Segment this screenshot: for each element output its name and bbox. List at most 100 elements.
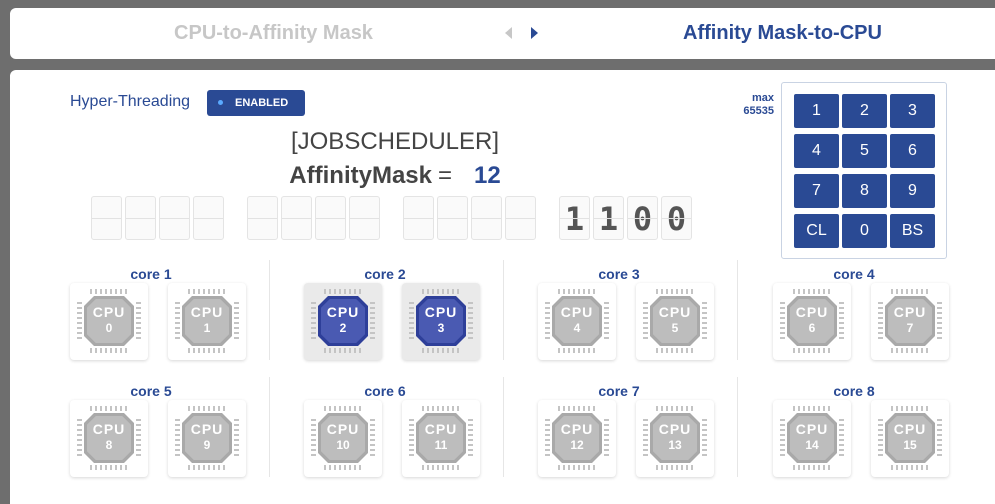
chip-pins-icon <box>878 406 942 470</box>
affinity-mask-label: AffinityMask <box>289 162 432 189</box>
bit-box: 0 <box>661 196 692 240</box>
cpu-chip-face <box>321 299 365 343</box>
bit-box <box>437 196 468 240</box>
bit-box <box>159 196 190 240</box>
chip-pins-icon <box>311 406 375 470</box>
status-dot-icon <box>218 100 223 105</box>
bit-digit: 1 <box>598 200 619 238</box>
chip-pins-icon <box>545 289 609 353</box>
bit-digit: 0 <box>666 200 687 238</box>
affinity-mask-value: 12 <box>474 162 501 189</box>
key-4[interactable]: 4 <box>794 134 839 168</box>
chip-pins-icon <box>175 289 239 353</box>
core-divider <box>737 377 738 477</box>
cpu-chip-face <box>653 416 697 460</box>
key-9[interactable]: 9 <box>890 174 935 208</box>
cpu-caption: CPU <box>92 421 126 437</box>
equals-sign: = <box>437 162 452 189</box>
cpu-chip-face <box>185 416 229 460</box>
cpu-caption: CPU <box>326 304 360 320</box>
cpu-number: 9 <box>203 438 211 452</box>
bit-box <box>91 196 122 240</box>
core-divider <box>269 260 270 360</box>
key-5[interactable]: 5 <box>842 134 887 168</box>
cpu-caption: CPU <box>190 304 224 320</box>
cpu-caption: CPU <box>424 421 458 437</box>
core-divider <box>269 377 270 477</box>
bit-box <box>349 196 380 240</box>
core-label: core 5 <box>130 383 172 399</box>
cpu-chip-face <box>653 299 697 343</box>
cpu-number: 14 <box>805 438 819 452</box>
mode-tabs: CPU-to-Affinity Mask Affinity Mask-to-CP… <box>10 8 995 59</box>
hyperthreading-label: Hyper-Threading <box>70 93 191 110</box>
core-divider <box>503 377 504 477</box>
cpu-chip-face <box>555 299 599 343</box>
tab-affinity-mask-to-cpu[interactable]: Affinity Mask-to-CPU <box>683 22 882 44</box>
cpu-number: 10 <box>336 438 350 452</box>
bit-box: 1 <box>593 196 624 240</box>
cpu-chip-face <box>419 416 463 460</box>
cpu-caption: CPU <box>560 304 594 320</box>
cpu-number: 8 <box>105 438 113 452</box>
max-label: max <box>751 92 774 104</box>
cpu-chip-face <box>888 299 932 343</box>
chip-pins-icon <box>780 289 844 353</box>
max-value: max 65535 <box>720 92 774 118</box>
bit-box <box>471 196 502 240</box>
chip-pins-icon <box>545 406 609 470</box>
cpu-caption: CPU <box>658 421 692 437</box>
chip-pins-icon <box>77 406 141 470</box>
hyperthreading-toggle[interactable]: ENABLED <box>207 90 305 116</box>
cpu-chip-face <box>790 416 834 460</box>
cpu-caption: CPU <box>795 304 829 320</box>
cpu-caption: CPU <box>560 421 594 437</box>
chevron-left-icon[interactable] <box>505 27 512 39</box>
tab-cpu-to-affinity-mask[interactable]: CPU-to-Affinity Mask <box>174 22 373 44</box>
key-clear[interactable]: CL <box>794 214 839 248</box>
key-2[interactable]: 2 <box>842 94 887 128</box>
key-3[interactable]: 3 <box>890 94 935 128</box>
job-name: [JOBSCHEDULER] <box>290 128 500 155</box>
cpu-number: 2 <box>339 321 347 335</box>
bit-box <box>125 196 156 240</box>
cpu-caption: CPU <box>190 421 224 437</box>
key-7[interactable]: 7 <box>794 174 839 208</box>
key-0[interactable]: 0 <box>842 214 887 248</box>
core-divider <box>737 260 738 360</box>
cpu-number: 7 <box>906 321 914 335</box>
key-6[interactable]: 6 <box>890 134 935 168</box>
chevron-right-icon[interactable] <box>531 27 538 39</box>
cpu-number: 1 <box>203 321 211 335</box>
cpu-chip-face <box>790 299 834 343</box>
bit-box <box>505 196 536 240</box>
key-8[interactable]: 8 <box>842 174 887 208</box>
key-1[interactable]: 1 <box>794 94 839 128</box>
bit-box <box>281 196 312 240</box>
core-label: core 8 <box>833 383 875 399</box>
key-backspace[interactable]: BS <box>890 214 935 248</box>
affinity-mask-readout: AffinityMask= 12 <box>210 162 580 190</box>
chip-pins-icon <box>77 289 141 353</box>
cpu-chip-face <box>321 416 365 460</box>
bit-digit: 1 <box>564 200 585 238</box>
bit-box <box>193 196 224 240</box>
cpu-chip-face <box>555 416 599 460</box>
